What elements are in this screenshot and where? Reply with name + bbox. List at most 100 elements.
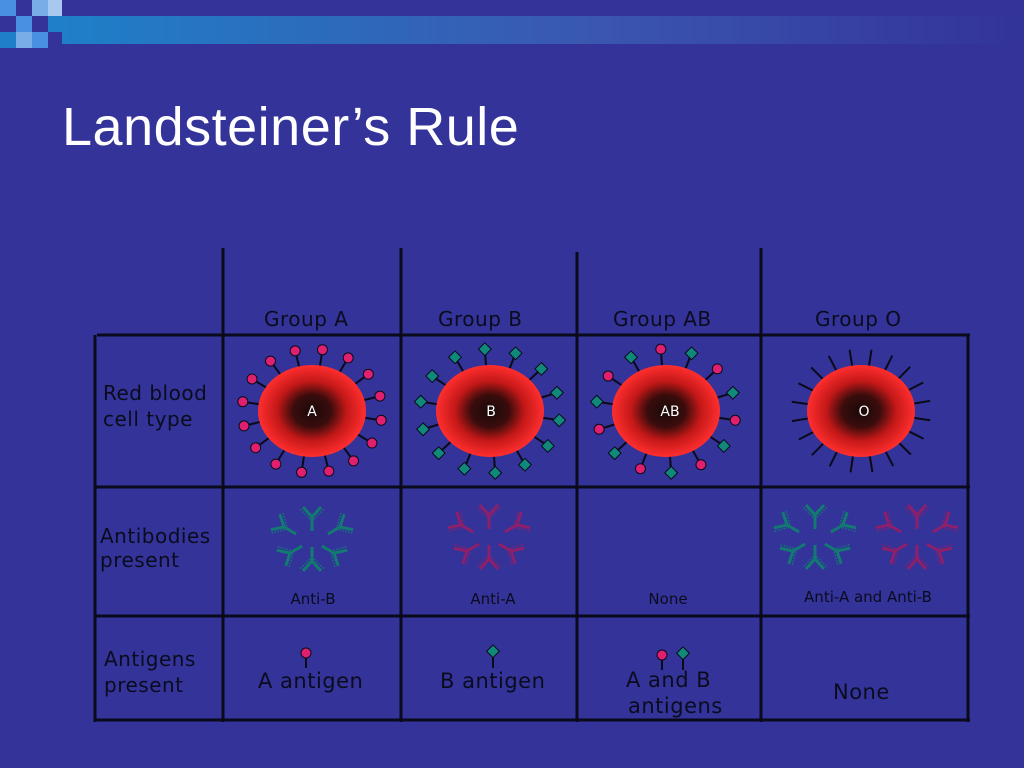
red-cell-group-a: A [237, 344, 387, 478]
a-antigen-marker [374, 390, 386, 402]
b-antigen-marker [540, 438, 555, 454]
antigen-stalk [907, 429, 925, 440]
red-cell-group-ab: AB [589, 343, 741, 480]
antigen-stalk [849, 454, 855, 473]
a-antigen-marker [695, 459, 707, 471]
a-antigen-icon [300, 647, 312, 668]
antibody-y [299, 547, 325, 573]
a-antigen-marker [289, 345, 301, 357]
antigen-label-group-a: A antigen [258, 669, 363, 693]
ab-antigens-icon [656, 646, 691, 670]
antibody-y [498, 542, 525, 566]
row-label-antibodies-line2: present [100, 548, 180, 572]
antibody-y [802, 503, 828, 529]
a-antigen-marker [296, 466, 308, 478]
b-antigen-icon [485, 644, 501, 668]
antigen-label-group-ab-line1: A and B [626, 668, 711, 692]
red-cell-group-o: O [791, 349, 931, 473]
antibody-y [875, 510, 902, 534]
b-antigen-marker [664, 465, 679, 480]
a-antigen-marker [264, 355, 276, 367]
anti-a-antibodies-icon-group-o [875, 503, 959, 571]
antibody-y [447, 510, 474, 534]
header-gradient-bar [62, 16, 1024, 44]
antigen-label-group-b: B antigen [440, 669, 545, 693]
antibody-y [773, 510, 800, 534]
b-antigen-marker [457, 461, 472, 476]
antigen-label-group-ab-line2: antigens [628, 694, 723, 718]
antibody-y [824, 542, 851, 566]
b-antigen-marker [684, 346, 699, 361]
b-antigen-marker [552, 413, 567, 428]
antibody-y [779, 542, 806, 566]
a-antigen-marker [655, 343, 667, 355]
table-grid [93, 248, 970, 722]
header-group-a: Group A [264, 307, 348, 331]
a-antigen-marker [711, 363, 723, 375]
antigen-stalk [797, 382, 815, 393]
antigen-stalk [810, 366, 825, 381]
b-antigen-marker [623, 350, 639, 365]
b-antigen-marker [589, 394, 604, 409]
antibody-y [881, 542, 908, 566]
cell-label-a: A [307, 404, 317, 420]
antibody-y [321, 544, 348, 568]
a-antigen-marker [237, 396, 249, 408]
b-antigen-marker [447, 350, 463, 365]
antigen-stalk [791, 400, 810, 406]
header-group-o: Group O [815, 307, 902, 331]
b-antigen-marker [716, 438, 731, 454]
antigen-stalk [912, 416, 931, 422]
a-antigen-marker [602, 370, 614, 382]
antibody-y [904, 545, 930, 571]
antibody-y [476, 503, 502, 529]
antigen-stalk [848, 349, 854, 368]
b-antigen-marker [517, 457, 533, 472]
row-label-antigens-line1: Antigens [104, 647, 196, 671]
cell-label-o: O [858, 404, 869, 420]
b-antigen-marker [508, 346, 523, 361]
a-antigen-marker [238, 420, 250, 432]
antibody-label-group-ab: None [648, 590, 687, 608]
row-label-rbc-line2: cell type [103, 407, 193, 431]
cell-label-b: B [486, 404, 496, 420]
a-antigen-marker [375, 414, 387, 426]
slide-title: Landsteiner’s Rule [62, 97, 520, 157]
antigen-stalk [896, 366, 911, 381]
antibody-y [932, 510, 959, 534]
antibody-y [327, 512, 354, 536]
a-antigen-marker [362, 368, 374, 380]
red-cell-group-b: B [413, 342, 567, 480]
row-label-rbc-line1: Red blood [103, 381, 207, 405]
cell-label-ab: AB [660, 404, 679, 420]
row-label-antibodies-line1: Antibodies [100, 524, 211, 548]
anti-b-antibodies-icon-group-o [773, 503, 857, 571]
b-antigen-marker [416, 422, 431, 437]
antigen-stalk [828, 449, 839, 467]
antigen-stalk [883, 355, 894, 373]
b-antigen-marker [477, 342, 492, 357]
antigen-stalk [827, 355, 838, 373]
antibody-y [802, 545, 828, 571]
a-antigen-marker [250, 442, 262, 454]
antigen-label-group-o: None [833, 680, 890, 704]
a-antigen-marker [323, 465, 335, 477]
header-group-b: Group B [438, 307, 522, 331]
antibody-label-group-b: Anti-A [470, 590, 516, 608]
corner-decoration [0, 0, 1024, 48]
b-antigen-marker [549, 385, 564, 400]
anti-b-antibodies-icon [270, 505, 354, 573]
antigen-stalk [791, 417, 810, 423]
antigen-stalk [906, 381, 924, 392]
a-antigen-marker [593, 423, 605, 435]
b-antigen-marker [425, 368, 440, 384]
antigen-stalk [897, 441, 912, 456]
b-antigen-marker [488, 465, 503, 480]
antigen-stalk [912, 399, 931, 405]
antigen-stalk [867, 349, 873, 368]
antibody-label-group-a: Anti-B [291, 590, 336, 608]
antibody-y [830, 510, 857, 534]
antibody-y [476, 545, 502, 571]
b-antigen-marker [431, 446, 446, 461]
a-antigen-marker [366, 437, 378, 449]
